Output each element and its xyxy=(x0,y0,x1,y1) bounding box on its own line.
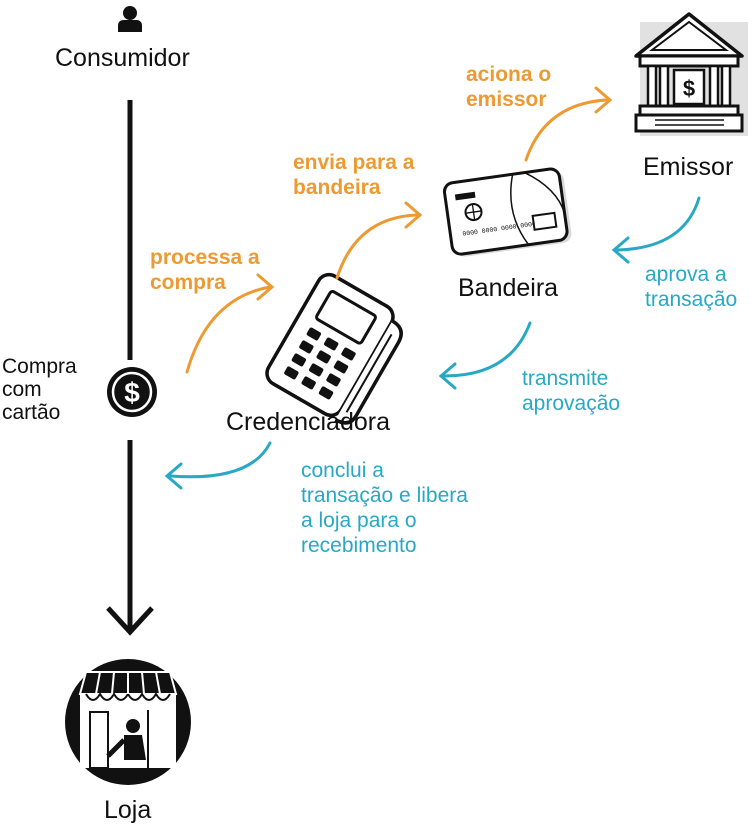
arrow-conclude xyxy=(164,441,272,490)
store-icon xyxy=(65,659,191,785)
svg-text:$: $ xyxy=(124,377,140,408)
step-trigger-issuer-label: aciona o emissor xyxy=(466,63,552,111)
bank-icon: $ xyxy=(634,12,748,136)
person-icon xyxy=(118,6,142,32)
purchase-label: Compra com cartão xyxy=(2,355,77,424)
credit-card-icon: 0000 0000 0000 0000 xyxy=(442,167,572,257)
flow-arrowhead xyxy=(106,606,154,636)
card-terminal-icon xyxy=(265,272,403,425)
brand-label: Bandeira xyxy=(458,274,559,302)
arrow-send-brand xyxy=(335,201,423,280)
step-send-brand-label: envia para a bandeira xyxy=(293,151,415,199)
step-process-label: processa a compra xyxy=(150,246,260,294)
dollar-icon: $ xyxy=(107,367,157,417)
arrow-transmit xyxy=(438,321,532,390)
issuer-label: Emissor xyxy=(643,153,734,181)
svg-text:$: $ xyxy=(683,76,695,101)
step-transmit-label: transmite aprovação xyxy=(522,367,621,415)
step-approve-label: aprova a transação xyxy=(645,263,738,311)
arrow-process xyxy=(185,273,275,374)
step-conclude-label: conclui a transação e libera a loja para… xyxy=(301,459,468,557)
store-label: Loja xyxy=(104,796,152,824)
consumer-label: Consumidor xyxy=(55,44,190,72)
arrow-approve xyxy=(611,196,701,264)
arrow-trigger-issuer xyxy=(524,86,613,162)
acquirer-label: Credenciadora xyxy=(226,408,390,436)
